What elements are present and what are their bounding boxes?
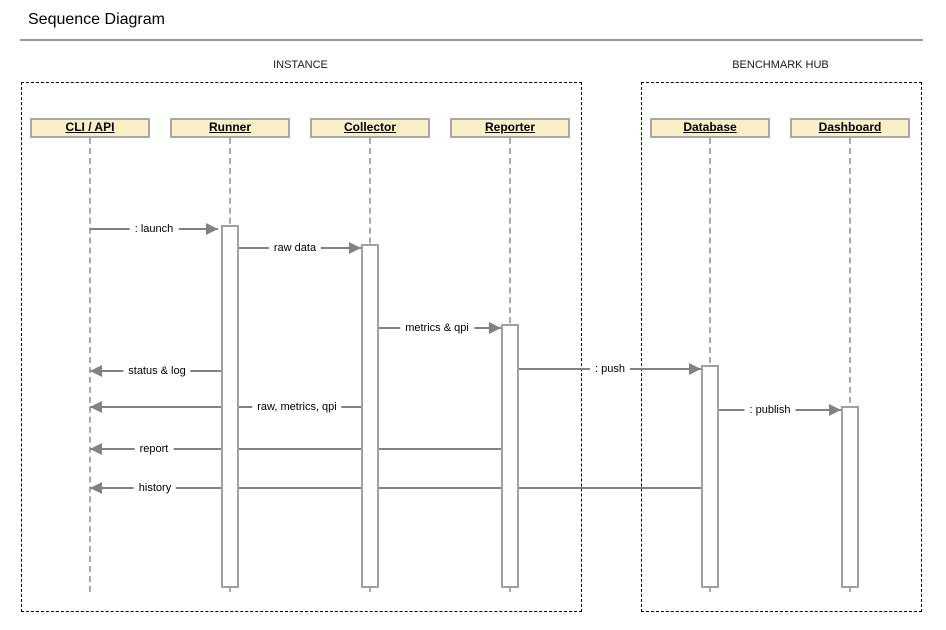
message-publish-label: : publish	[744, 403, 796, 417]
participant-runner: Runner	[170, 118, 290, 138]
participant-dashboard: Dashboard	[790, 118, 910, 138]
arrowhead-left	[90, 365, 102, 377]
arrowhead-left	[90, 482, 102, 494]
frame-instance	[21, 82, 582, 612]
message-push-label: : push	[590, 362, 630, 376]
activation-dashboard	[841, 406, 859, 588]
message-metrics-qpi-label: metrics & qpi	[400, 321, 474, 335]
arrowhead-right	[689, 363, 701, 375]
frame-benchmark-hub	[641, 82, 922, 612]
frame-benchmark-hub-label: BENCHMARK HUB	[732, 59, 829, 71]
arrowhead-right	[349, 242, 361, 254]
participant-collector: Collector	[310, 118, 430, 138]
title-divider	[20, 39, 923, 41]
frame-instance-label: INSTANCE	[273, 59, 328, 71]
lifeline-dashboard	[849, 138, 851, 592]
message-report-line	[90, 448, 501, 450]
message-raw-data-label: raw data	[268, 241, 322, 255]
message-report-label: report	[134, 442, 174, 456]
activation-reporter	[501, 324, 519, 588]
message-history-label: history	[133, 481, 177, 495]
arrowhead-left	[90, 443, 102, 455]
activation-runner	[221, 225, 239, 588]
message-status-log-label: status & log	[123, 364, 191, 378]
message-raw-metrics-qpi-label: raw, metrics, qpi	[252, 400, 342, 414]
message-launch-label: : launch	[129, 222, 179, 236]
message-history-line	[90, 487, 701, 489]
arrowhead-right	[489, 322, 501, 334]
participant-cli-api: CLI / API	[30, 118, 150, 138]
arrowhead-right	[829, 404, 841, 416]
participant-reporter: Reporter	[450, 118, 570, 138]
page-title: Sequence Diagram	[28, 11, 165, 28]
activation-collector	[361, 244, 379, 588]
participant-database: Database	[650, 118, 770, 138]
activation-database	[701, 365, 719, 588]
arrowhead-left	[90, 401, 102, 413]
arrowhead-right	[206, 223, 218, 235]
